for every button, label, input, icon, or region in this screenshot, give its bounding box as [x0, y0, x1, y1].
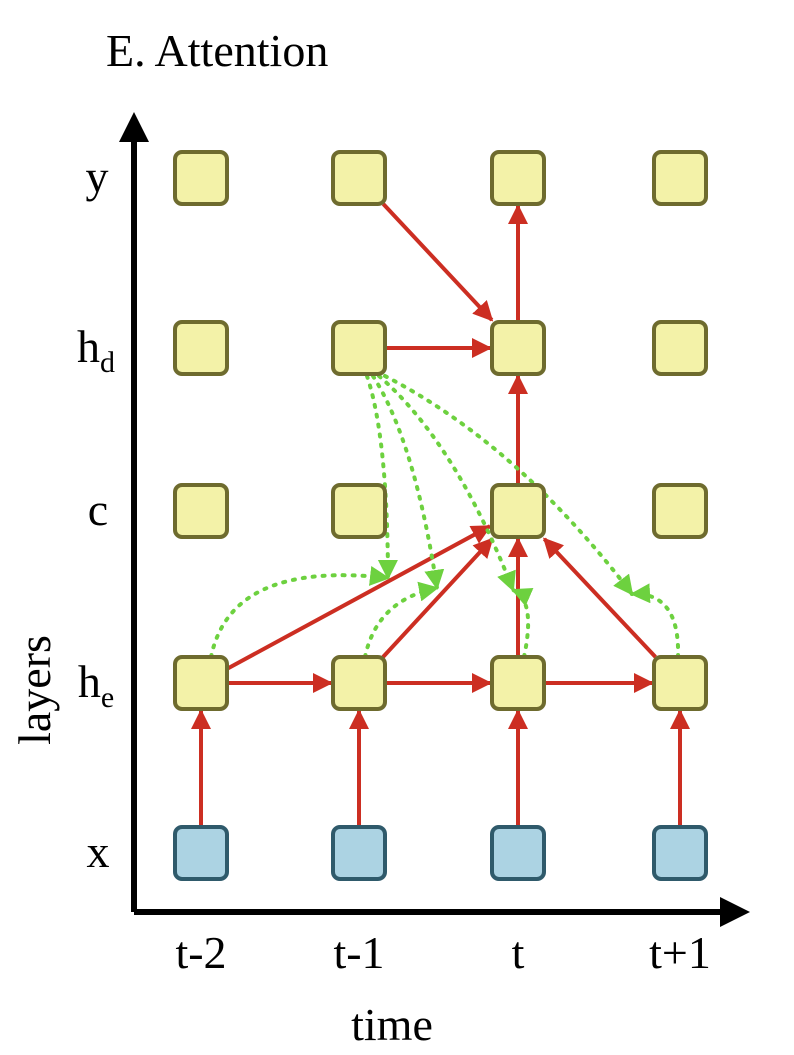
- node-x-t-1: [331, 825, 387, 881]
- node-x-t-2: [173, 825, 229, 881]
- node-he-t: [490, 655, 546, 711]
- attention-key-t: [511, 588, 534, 659]
- row-label-y: y: [86, 151, 109, 202]
- node-hd-t-2: [173, 320, 229, 376]
- node-hd-t-1: [331, 320, 387, 376]
- y-axis-label: layers: [9, 635, 60, 745]
- column-label-t-2: t-2: [175, 927, 226, 978]
- row-labels: y hd c he x: [77, 151, 115, 877]
- column-label-t-1: t-1: [333, 927, 384, 978]
- attention-query-t-1: [371, 374, 445, 590]
- node-he-t+1: [652, 655, 708, 711]
- nodes: [173, 150, 708, 881]
- node-c-t: [490, 483, 546, 539]
- node-hd-t: [490, 320, 546, 376]
- node-y-t: [490, 150, 546, 206]
- attention-query-t-2: [365, 374, 398, 580]
- node-x-t: [490, 825, 546, 881]
- edge-he0-to-c2: [226, 524, 492, 671]
- edge-he3-to-c2: [542, 537, 657, 659]
- edges: [191, 202, 690, 827]
- node-c-t+1: [652, 483, 708, 539]
- attention-query-t+1: [383, 374, 634, 596]
- edge-y1-to-hd2: [381, 202, 494, 322]
- node-y-t-2: [173, 150, 229, 206]
- attention-key-t-1: [363, 581, 439, 659]
- column-label-t: t: [512, 927, 525, 978]
- x-axis-label: time: [351, 999, 433, 1050]
- axes: [119, 112, 750, 927]
- node-c-t-1: [331, 483, 387, 539]
- node-c-t-2: [173, 483, 229, 539]
- node-hd-t+1: [652, 320, 708, 376]
- row-label-c: c: [88, 484, 108, 535]
- row-label-he: he: [78, 656, 114, 714]
- row-label-hd: hd: [77, 321, 115, 379]
- row-label-x: x: [87, 826, 110, 877]
- attention-key-t+1: [630, 583, 681, 659]
- node-y-t-1: [331, 150, 387, 206]
- node-y-t+1: [652, 150, 708, 206]
- diagram-title: E. Attention: [106, 25, 328, 76]
- node-he-t-2: [173, 655, 229, 711]
- attention-links: [209, 374, 681, 659]
- node-he-t-1: [331, 655, 387, 711]
- attention-key-t-2: [209, 566, 390, 659]
- node-x-t+1: [652, 825, 708, 881]
- column-label-t+1: t+1: [649, 927, 711, 978]
- attention-query-t: [377, 374, 516, 592]
- column-labels: t-2 t-1 t t+1: [175, 927, 710, 978]
